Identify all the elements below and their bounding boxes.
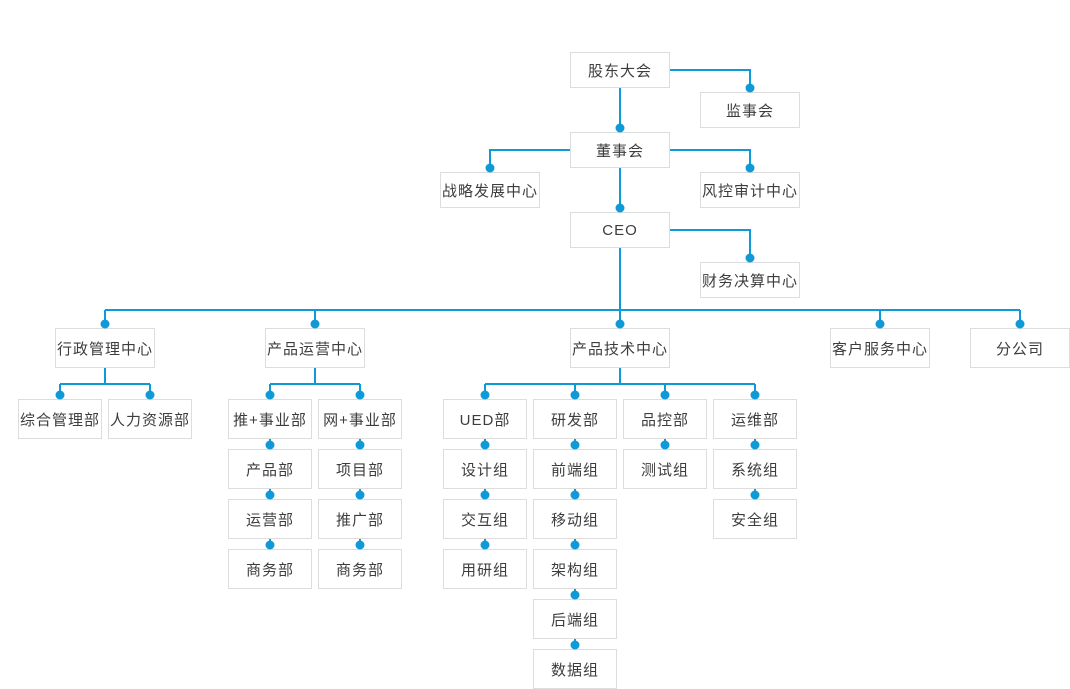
node-project-dept[interactable]: 项目部 <box>318 449 402 489</box>
node-label: 安全组 <box>730 511 779 529</box>
node-administration-center[interactable]: 行政管理中心 <box>55 328 155 368</box>
node-label: 运营部 <box>245 511 294 529</box>
node-operations-dept[interactable]: 运营部 <box>228 499 312 539</box>
node-label: 移动组 <box>550 511 599 529</box>
node-product-technology-center[interactable]: 产品技术中心 <box>570 328 670 368</box>
node-label: 研发部 <box>550 411 599 429</box>
node-label: 架构组 <box>550 561 599 579</box>
node-board-of-directors[interactable]: 董事会 <box>570 132 670 168</box>
node-label: 风控审计中心 <box>701 182 798 200</box>
node-business-dept-right[interactable]: 商务部 <box>318 549 402 589</box>
node-label: CEO <box>602 221 638 239</box>
node-label: 分公司 <box>995 340 1044 358</box>
node-operations-maintenance-dept[interactable]: 运维部 <box>713 399 797 439</box>
node-interaction-team[interactable]: 交互组 <box>443 499 527 539</box>
node-testing-team[interactable]: 测试组 <box>623 449 707 489</box>
node-label: 综合管理部 <box>19 411 100 429</box>
node-general-management-dept[interactable]: 综合管理部 <box>18 399 102 439</box>
node-label: 推+事业部 <box>233 411 307 429</box>
node-label: 数据组 <box>550 661 599 679</box>
node-label: 项目部 <box>335 461 384 479</box>
node-architecture-team[interactable]: 架构组 <box>533 549 617 589</box>
node-label: 系统组 <box>730 461 779 479</box>
connector-line <box>489 149 570 168</box>
node-label: 客户服务中心 <box>831 340 928 358</box>
connector-line <box>670 229 751 258</box>
node-label: 监事会 <box>725 102 774 120</box>
node-label: 股东大会 <box>587 62 652 80</box>
node-design-team[interactable]: 设计组 <box>443 449 527 489</box>
node-security-team[interactable]: 安全组 <box>713 499 797 539</box>
node-label: 行政管理中心 <box>56 340 153 358</box>
node-system-team[interactable]: 系统组 <box>713 449 797 489</box>
node-label: 产品运营中心 <box>266 340 363 358</box>
node-quality-control-dept[interactable]: 品控部 <box>623 399 707 439</box>
node-label: 测试组 <box>640 461 689 479</box>
node-tui-plus-business-dept[interactable]: 推+事业部 <box>228 399 312 439</box>
node-label: 财务决算中心 <box>701 272 798 290</box>
node-mobile-team[interactable]: 移动组 <box>533 499 617 539</box>
node-label: 运维部 <box>730 411 779 429</box>
connector-line <box>670 69 751 88</box>
node-user-research-team[interactable]: 用研组 <box>443 549 527 589</box>
node-label: 品控部 <box>640 411 689 429</box>
node-wang-plus-business-dept[interactable]: 网+事业部 <box>318 399 402 439</box>
node-frontend-team[interactable]: 前端组 <box>533 449 617 489</box>
node-ceo[interactable]: CEO <box>570 212 670 248</box>
node-business-dept-left[interactable]: 商务部 <box>228 549 312 589</box>
node-label: 推广部 <box>335 511 384 529</box>
node-label: 人力资源部 <box>109 411 190 429</box>
node-label: 前端组 <box>550 461 599 479</box>
node-customer-service-center[interactable]: 客户服务中心 <box>830 328 930 368</box>
node-label: 交互组 <box>460 511 509 529</box>
node-label: 战略发展中心 <box>441 182 538 200</box>
node-data-team[interactable]: 数据组 <box>533 649 617 689</box>
node-supervisory-board[interactable]: 监事会 <box>700 92 800 128</box>
node-label: 董事会 <box>595 142 644 160</box>
node-ued-dept[interactable]: UED部 <box>443 399 527 439</box>
node-human-resources-dept[interactable]: 人力资源部 <box>108 399 192 439</box>
node-label: 商务部 <box>245 561 294 579</box>
node-label: 后端组 <box>550 611 599 629</box>
node-label: 设计组 <box>460 461 509 479</box>
node-backend-team[interactable]: 后端组 <box>533 599 617 639</box>
node-shareholders-meeting[interactable]: 股东大会 <box>570 52 670 88</box>
connector-line <box>670 149 751 168</box>
node-label: 产品技术中心 <box>571 340 668 358</box>
node-label: 产品部 <box>245 461 294 479</box>
node-promotion-dept[interactable]: 推广部 <box>318 499 402 539</box>
node-label: UED部 <box>459 411 511 429</box>
node-risk-control-audit-center[interactable]: 风控审计中心 <box>700 172 800 208</box>
node-product-dept[interactable]: 产品部 <box>228 449 312 489</box>
node-financial-settlement-center[interactable]: 财务决算中心 <box>700 262 800 298</box>
node-label: 网+事业部 <box>323 411 397 429</box>
node-rnd-dept[interactable]: 研发部 <box>533 399 617 439</box>
node-label: 商务部 <box>335 561 384 579</box>
node-strategy-development-center[interactable]: 战略发展中心 <box>440 172 540 208</box>
node-branch-company[interactable]: 分公司 <box>970 328 1070 368</box>
node-label: 用研组 <box>460 561 509 579</box>
node-product-operations-center[interactable]: 产品运营中心 <box>265 328 365 368</box>
